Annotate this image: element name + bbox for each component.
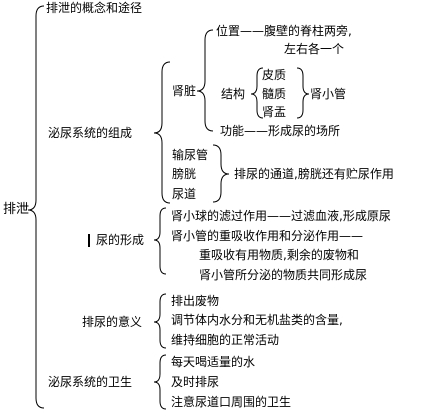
formation-line: 肾小球的滤过作用——过滤血液,形成原尿: [171, 209, 391, 223]
nephron-label: 肾小管: [310, 87, 347, 101]
brace-significance: [153, 293, 167, 349]
significance-item: 调节体内水分和无机盐类的含量,: [171, 313, 343, 327]
formation-label: 尿的形成: [96, 233, 145, 247]
structure-part: 髓质: [262, 87, 287, 101]
brace-ducts: [212, 144, 230, 203]
formation-line: 肾小管所分泌的物质共同形成尿: [199, 268, 368, 282]
kidney-position-line1: 位置——腹壁的脊柱两旁,: [216, 24, 352, 38]
hygiene-item: 注意尿道口周围的卫生: [171, 395, 292, 409]
brace-nephron: [296, 67, 310, 119]
structure-part: 皮质: [262, 68, 287, 82]
brace-root: [27, 5, 45, 409]
formation-line: 重吸收有用物质,剩余的废物和: [199, 248, 359, 262]
structure-part: 肾盂: [262, 105, 287, 119]
hygiene-item: 及时排尿: [171, 375, 220, 389]
duct-item: 膀胱: [172, 167, 197, 181]
significance-item: 维持细胞的正常活动: [171, 333, 280, 347]
duct-item: 尿道: [172, 187, 197, 201]
brace-composition: [153, 61, 171, 204]
ducts-description: 排尿的通道,膀胱还有贮尿作用: [234, 167, 394, 181]
brace-structure: [250, 67, 264, 119]
top-label: 排泄的概念和途径: [46, 1, 143, 15]
formation-line: 肾小管的重吸收作用和分泌作用——: [171, 229, 364, 243]
duct-item: 输尿管: [172, 148, 209, 162]
brace-formation: [153, 207, 167, 275]
brace-hygiene: [153, 354, 167, 410]
brace-kidney: [196, 29, 214, 132]
hygiene-label: 泌尿系统的卫生: [48, 375, 133, 389]
kidney-position-line2: 左右各一个: [284, 42, 345, 56]
structure-label: 结构: [221, 87, 246, 101]
significance-label: 排尿的意义: [82, 315, 143, 329]
root-label: 排泄: [3, 202, 30, 217]
significance-item: 排出废物: [171, 294, 220, 308]
hygiene-item: 每天喝适量的水: [171, 355, 256, 369]
kidney-label: 肾脏: [172, 84, 197, 98]
composition-label: 泌尿系统的组成: [48, 126, 133, 140]
kidney-function: 功能——形成尿的场所: [220, 124, 341, 138]
